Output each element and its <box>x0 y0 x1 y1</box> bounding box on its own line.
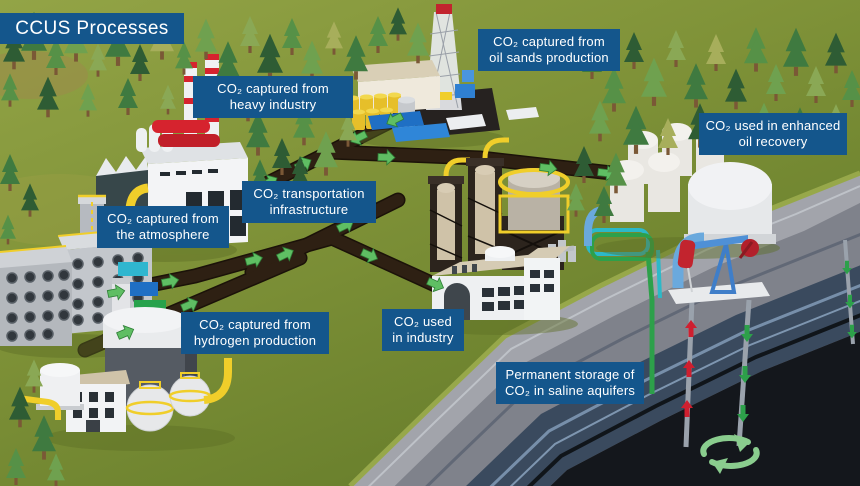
label-line: heavy industry <box>229 97 317 112</box>
observation-well <box>842 239 857 345</box>
page-title: CCUS Processes <box>15 18 169 39</box>
oil-sands-facility <box>346 4 539 142</box>
label-line: CO₂ used in enhanced <box>705 118 841 133</box>
label-line: CO₂ in saline aquifers <box>504 383 636 398</box>
industry-factory <box>432 246 570 320</box>
label-line: CO₂ transportation <box>253 186 365 201</box>
title-banner: CCUS Processes <box>0 13 184 44</box>
label-line: CO₂ captured from <box>199 317 311 332</box>
recycle-arrows-icon <box>700 434 760 474</box>
label-enhanced-oil-recovery: CO₂ used in enhanced oil recovery <box>699 113 847 155</box>
label-saline-aquifers: Permanent storage of CO₂ in saline aquif… <box>496 362 644 404</box>
label-hydrogen: CO₂ captured from hydrogen production <box>181 312 329 354</box>
label-transportation: CO₂ transportation infrastructure <box>242 181 376 223</box>
label-line: oil recovery <box>738 134 808 149</box>
injection-well <box>736 299 753 447</box>
production-well <box>681 299 697 448</box>
label-line: in industry <box>392 330 454 345</box>
label-line: CO₂ captured from <box>107 211 219 226</box>
label-line: the atmosphere <box>116 227 210 242</box>
label-atmosphere: CO₂ captured from the atmosphere <box>97 206 229 248</box>
label-line: CO₂ used <box>394 314 452 329</box>
rock-cross-section <box>348 170 860 486</box>
dirt-patch <box>0 51 88 99</box>
label-oil-sands: CO₂ captured from oil sands production <box>478 29 620 71</box>
label-line: infrastructure <box>269 202 349 217</box>
label-line: Permanent storage of <box>505 367 635 382</box>
pump-jack <box>668 235 770 304</box>
label-line: oil sands production <box>489 50 609 65</box>
label-line: CO₂ captured from <box>493 34 605 49</box>
label-heavy-industry: CO₂ captured from heavy industry <box>193 76 353 118</box>
label-line: hydrogen production <box>193 333 317 348</box>
label-line: CO₂ captured from <box>217 81 329 96</box>
label-industry: CO₂ used in industry <box>382 309 464 351</box>
